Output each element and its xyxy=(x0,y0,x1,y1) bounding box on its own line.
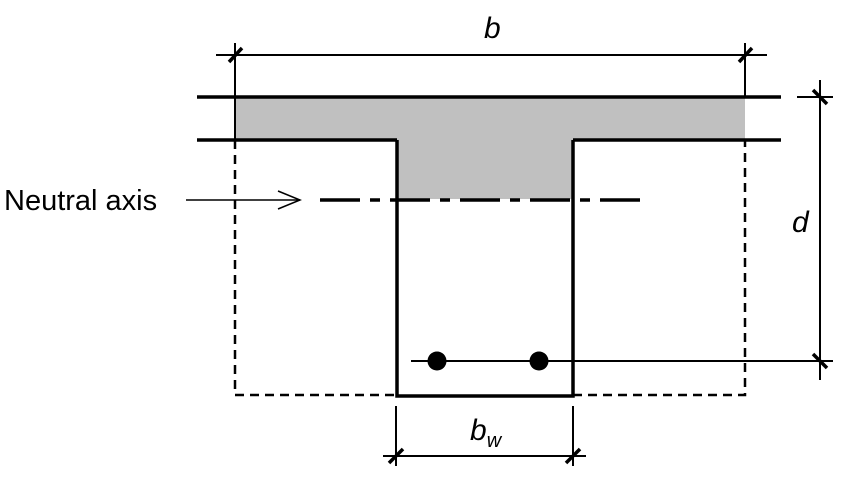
compression-zone xyxy=(235,97,745,199)
d-label: d xyxy=(792,206,810,239)
b-label: b xyxy=(484,12,501,45)
bw-tick-right xyxy=(564,447,582,465)
bw-tick-left xyxy=(387,447,405,465)
d-tick-bottom xyxy=(811,352,829,370)
b-tick-left xyxy=(227,46,244,64)
bw-label: bw xyxy=(470,414,503,452)
effective-flange-dashed xyxy=(233,140,747,397)
neutral-axis-label: Neutral axis xyxy=(4,185,157,217)
rebar-left xyxy=(427,351,447,371)
b-tick-right xyxy=(737,46,754,64)
arrowhead-icon xyxy=(277,190,302,210)
web-outline xyxy=(395,140,575,398)
d-tick-top xyxy=(811,88,829,106)
rebar-right xyxy=(529,351,549,371)
